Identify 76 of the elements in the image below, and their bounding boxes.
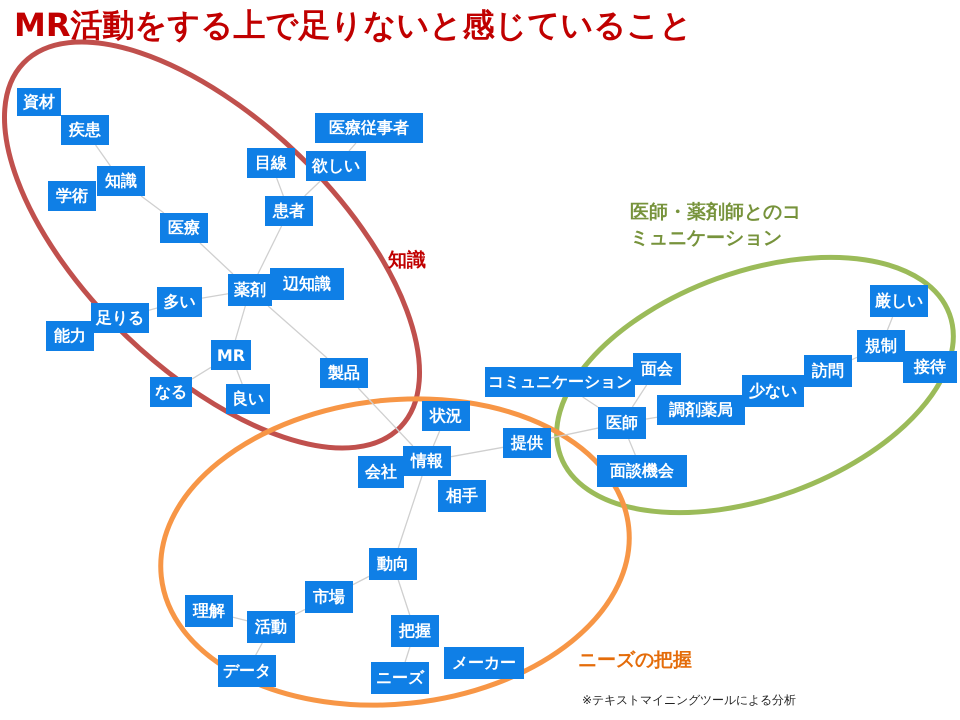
keyword-box: 製品	[320, 358, 368, 388]
keyword-box: 能力	[46, 321, 94, 351]
keyword-box: 医師	[598, 407, 646, 439]
keyword-box: 医療従事者	[315, 113, 423, 143]
keyword-box: 面会	[633, 353, 681, 385]
keyword-box: 疾患	[61, 115, 109, 145]
connector-line	[268, 306, 328, 358]
keyword-box: なる	[150, 377, 192, 407]
keyword-box: 会社	[358, 456, 404, 488]
keyword-box: 訪問	[804, 355, 852, 387]
connector-line	[404, 646, 411, 662]
connector-line	[550, 427, 598, 439]
keyword-box: ニーズ	[371, 662, 429, 694]
cluster-label: ニーズの把握	[578, 648, 693, 673]
connector-line	[140, 195, 164, 214]
keyword-box: 面談機会	[597, 455, 687, 487]
keyword-box: メーカー	[444, 647, 524, 679]
connector-line	[852, 356, 858, 360]
keyword-box: 知識	[97, 166, 145, 196]
keyword-box: 活動	[247, 611, 295, 643]
keyword-box: 目線	[247, 148, 295, 178]
keyword-box: 医療	[160, 213, 208, 243]
keyword-box: 動向	[369, 548, 417, 580]
connector-line	[232, 616, 248, 622]
keyword-box: 規制	[857, 330, 905, 362]
connector-line	[200, 242, 234, 274]
keyword-box: コミュニケーション	[485, 367, 635, 397]
keyword-box: 資材	[17, 88, 61, 116]
connector-line	[582, 396, 598, 408]
connector-line	[352, 576, 370, 586]
connector-line	[398, 476, 423, 548]
keyword-box: 足りる	[91, 303, 149, 333]
keyword-box: 少ない	[742, 375, 804, 407]
connector-line	[236, 370, 243, 384]
keyword-box: 多い	[157, 287, 202, 317]
keyword-box: 学術	[48, 181, 96, 211]
connector-line	[432, 430, 440, 446]
connector-line	[234, 306, 246, 340]
connector-line	[628, 438, 636, 456]
keyword-box: 厳しい	[870, 285, 928, 317]
keyword-box: 良い	[226, 384, 270, 414]
connector-line	[276, 178, 284, 196]
keyword-box: 欲しい	[306, 151, 366, 181]
keyword-box: 薬剤	[228, 274, 272, 306]
keyword-box: 市場	[305, 581, 353, 613]
connector-line	[192, 366, 212, 380]
keyword-box: 状況	[422, 401, 470, 431]
keyword-box: 患者	[265, 196, 313, 226]
keyword-box: 理解	[185, 595, 233, 627]
connector-line	[257, 226, 282, 274]
connector-line	[646, 416, 658, 420]
connector-line	[95, 144, 111, 166]
keyword-box: 把握	[391, 615, 439, 647]
connector-line	[304, 180, 321, 196]
keyword-box: データ	[218, 655, 276, 687]
connector-line	[202, 293, 228, 299]
keyword-box: 相手	[438, 480, 486, 512]
connector-line	[886, 316, 894, 330]
cluster-label: 知識	[388, 248, 427, 273]
keyword-box: 情報	[403, 446, 451, 476]
connector-line	[358, 388, 414, 446]
keyword-box: 調剤薬局	[657, 395, 745, 425]
connector-line	[148, 307, 158, 311]
keyword-box: 辺知識	[270, 268, 344, 300]
keyword-box: MR	[211, 340, 251, 370]
keyword-box: 提供	[503, 428, 551, 458]
connector-line	[255, 642, 263, 656]
connector-line	[398, 580, 410, 616]
connector-line	[294, 608, 306, 616]
connector-line	[632, 384, 648, 408]
connector-line	[348, 142, 356, 152]
keyword-box: 接待	[903, 351, 957, 383]
connector-line	[450, 446, 504, 458]
footnote: ※テキストマイニングツールによる分析	[582, 692, 796, 709]
cluster-label: 医師・薬剤師とのコミュニケーション	[630, 200, 802, 251]
title: MR活動をする上で足りないと感じていること	[14, 5, 692, 46]
